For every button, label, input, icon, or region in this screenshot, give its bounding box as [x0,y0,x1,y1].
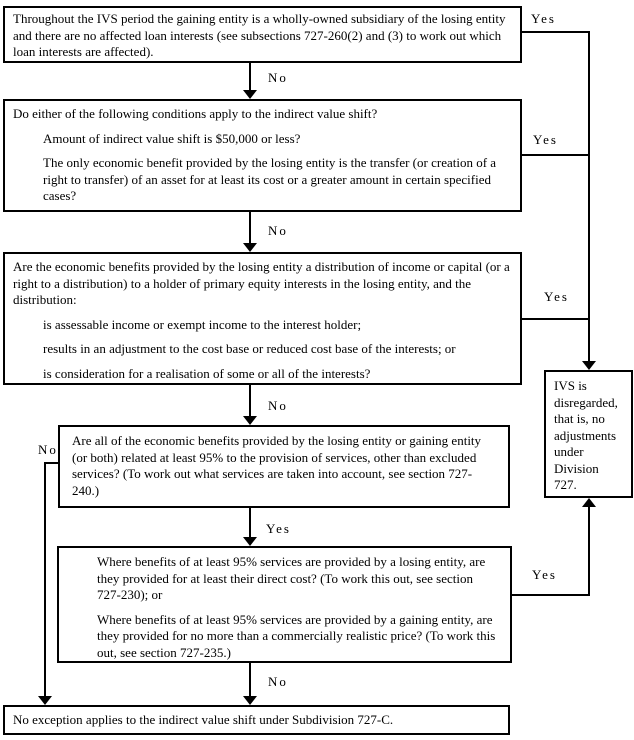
arrowhead-down-box5 [243,537,257,546]
decision-box-conditions-apply: Do either of the following conditions ap… [3,99,522,212]
label-box1-no: No [268,70,288,85]
connector-box3-yes [522,318,590,320]
connector-box2-yes [522,154,590,156]
label-box3-no: No [268,398,288,413]
label-box5-no: No [268,674,288,689]
connector-box4-no-down [44,462,46,696]
decision-box-3-item: results in an adjustment to the cost bas… [43,341,456,356]
decision-box-2-item: The only economic benefit provided by th… [43,155,497,203]
decision-box-distribution: Are the economic benefits provided by th… [3,252,522,385]
decision-box-5-item: Where benefits of at least 95% services … [97,554,486,602]
outcome-box-ivs-disregarded: IVS is disregarded, that is, no adjustme… [544,370,633,498]
connector-yes-rail [588,31,590,361]
decision-box-2-intro: Do either of the following conditions ap… [13,106,378,121]
arrowhead-down-box3 [243,243,257,252]
connector-box1-yes [522,31,590,33]
label-box2-no: No [268,223,288,238]
label-box1-yes: Yes [531,11,556,26]
outcome-box-no-exception: No exception applies to the indirect val… [3,705,510,735]
arrowhead-down-box4 [243,416,257,425]
connector-box4-box5 [249,508,251,538]
label-box2-yes: Yes [533,132,558,147]
connector-box5-final [249,663,251,697]
arrowhead-down-ivs-box [582,361,596,370]
connector-box5-yes-up [588,507,590,596]
connector-box5-yes [512,594,590,596]
connector-box1-box2 [249,63,251,91]
decision-box-3-item: is consideration for a realisation of so… [43,365,371,381]
arrowhead-down-final-left [38,696,52,705]
outcome-no-exception-text: No exception applies to the indirect val… [13,711,394,727]
arrowhead-up-ivs-box [582,498,596,507]
connector-box3-box4 [249,385,251,417]
label-box4-no: No [38,442,58,457]
decision-box-3-intro: Are the economic benefits provided by th… [13,259,510,307]
decision-box-3-item: is assessable income or exempt income to… [43,316,362,332]
label-box3-yes: Yes [544,289,569,304]
decision-box-4-text: Are all of the economic benefits provide… [72,433,482,498]
label-box4-yes: Yes [266,521,291,536]
connector-box4-no [44,462,58,464]
decision-box-wholly-owned-subsidiary: Throughout the IVS period the gaining en… [3,6,522,63]
decision-box-95-percent-services: Are all of the economic benefits provide… [58,425,510,508]
outcome-disregarded-text: IVS is disregarded, that is, no adjustme… [554,378,618,492]
decision-box-5-item: Where benefits of at least 95% services … [97,611,496,660]
decision-box-1-text: Throughout the IVS period the gaining en… [13,11,506,59]
connector-box2-box3 [249,212,251,244]
decision-box-services-pricing: Where benefits of at least 95% services … [57,546,512,663]
arrowhead-down-final [243,696,257,705]
decision-box-2-item: Amount of indirect value shift is $50,00… [43,130,301,146]
arrowhead-down-box2 [243,90,257,99]
label-box5-yes: Yes [532,567,557,582]
